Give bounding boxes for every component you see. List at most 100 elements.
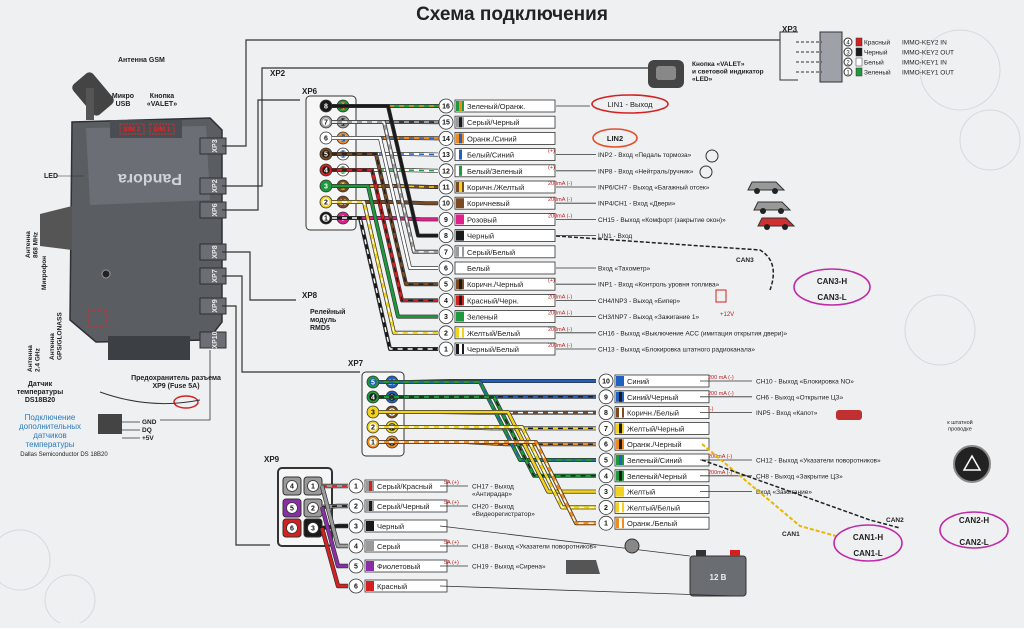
xp6-function-13: INP2 - Вход «Педаль тормоза» (598, 152, 692, 159)
can2-l-label: CAN2-L (959, 538, 988, 547)
xp9-row-6-color: Красный (377, 582, 407, 591)
xp7-current-10: 200 mA (-) (708, 375, 734, 381)
xp6-pin-8-number: 8 (324, 104, 328, 111)
xp3-signal-1: IMMO-KEY1 OUT (902, 70, 954, 77)
xp6-current-4: 200mA (-) (548, 294, 572, 300)
xp7-row-2-swatch-stripe (619, 502, 622, 512)
xp3-color-4: Красный (864, 39, 891, 47)
xp6-function-11: INP6/CH7 - Выход «Багажный отсек» (598, 184, 710, 192)
xp6-row-10-swatch (456, 198, 464, 208)
xp7-row-8-color: Коричн./Белый (627, 409, 679, 418)
turn-signal-icon (625, 539, 639, 553)
xp9-row-1-color: Серый/Красный (377, 482, 433, 491)
xp6-row-16-color: Зеленый/Оранж. (467, 102, 525, 111)
hazard-button-icon (954, 446, 990, 482)
sensor-pin-plus5: +5V (142, 435, 154, 442)
xp6-row-1-badge-number: 1 (444, 347, 448, 354)
port-label-xp10: XP10 (212, 331, 219, 348)
xp7-function-8: INP5 - Вход «Капот» (756, 410, 818, 417)
antenna-868-label: Антенна868 MHz (25, 231, 40, 258)
xp6-row-11-swatch-stripe (459, 182, 462, 192)
xp6-current-1: 200mA (-) (548, 343, 572, 349)
xp9-row-2-color: Серый/Черный (377, 502, 430, 511)
xp7-row-8-badge-number: 8 (604, 410, 608, 417)
xp7-current-9: 200 mA (-) (708, 391, 734, 397)
xp6-row-15-badge-number: 15 (442, 120, 450, 127)
antenna-24-label: Антенна2.4 GHz (27, 345, 42, 372)
device-bottom-plate (108, 336, 190, 360)
xp9-current-4: 5A (+) (444, 540, 459, 546)
xp6-function-10: INP4/CH1 - Вход «Двери» (598, 201, 676, 208)
xp6-row-11-color: Коричн./Желтый (467, 183, 524, 192)
xp6-row-13-badge-number: 13 (442, 152, 450, 159)
car-hood-icon (836, 410, 862, 420)
lin2-label: LIN2 (607, 134, 623, 143)
xp6-row-12-color: Белый/Зеленый (467, 167, 523, 176)
xp6-row-3-swatch (456, 312, 464, 322)
xp7-pin-3-number: 3 (371, 410, 375, 417)
xp6-function-12: INP8 - Вход «Нейтраль/ручник» (598, 167, 694, 175)
xp9-pin-badge-1-number: 1 (311, 484, 315, 491)
port-label-xp2: XP2 (212, 179, 219, 192)
xp3-signal-2: IMMO-KEY1 IN (902, 60, 947, 67)
xp6-row-5-badge-number: 5 (444, 282, 448, 289)
xp7-label: XP7 (348, 359, 364, 368)
car-wheel-icon (760, 208, 766, 214)
ds18b20-chip (98, 414, 122, 434)
xp6-function-8: LIN1 - Вход (598, 233, 632, 240)
xp6-row-4-swatch-stripe (459, 295, 462, 305)
led-indicator (102, 270, 110, 278)
xp7-row-1-badge-number: 1 (604, 521, 608, 528)
xp6-row-6-swatch (456, 263, 464, 273)
xp6-row-6-badge-number: 6 (444, 266, 448, 273)
xp6-row-8-swatch (456, 231, 464, 241)
xp7-row-5-swatch-stripe (619, 455, 622, 465)
xp6-row-14-swatch-stripe (459, 133, 462, 143)
can3-l-label: CAN3-L (817, 293, 846, 302)
xp7-row-3-swatch (616, 487, 624, 497)
xp6-current-11: 200mA (-) (548, 181, 572, 187)
port-label-xp6: XP6 (212, 203, 219, 216)
xp6-row-7-badge-number: 7 (444, 249, 448, 256)
battery-terminal-icon (730, 550, 740, 556)
xp6-row-12-swatch-stripe (459, 166, 462, 176)
xp7-row-7-swatch-stripe (619, 423, 622, 433)
xp7-row-2-color: Желтый/Белый (627, 503, 680, 512)
xp6-row-9-badge-number: 9 (444, 217, 448, 224)
sim1-label: SIM 1 (154, 126, 171, 133)
xp9-row-1-badge-number: 1 (354, 484, 358, 491)
xp7-current-4: 200mA (-) (708, 470, 732, 476)
xp6-row-15-color: Серый/Черный (467, 118, 520, 127)
xp6-wire-9 (349, 218, 438, 219)
xp7-current-8: (-) (708, 407, 714, 413)
xp6-row-16-badge-number: 16 (442, 104, 450, 111)
xp9-current-1: 5A (+) (444, 480, 459, 486)
gsm-antenna-base (86, 88, 94, 120)
plus12-label: +12V (720, 312, 734, 318)
valet-button-label: Кнопка«VALET» (147, 93, 177, 108)
xp6-function-1: CH13 - Выход «Блокировка штатного радиок… (598, 347, 755, 354)
xp6-function-3: CH3/INP7 - Выход «Зажигание 1» (598, 314, 700, 321)
can2-label: CAN2 (886, 517, 904, 524)
car-wheel-icon (764, 224, 770, 230)
xp6-pin-1-number: 1 (324, 216, 328, 223)
xp3-swatch-1 (856, 68, 862, 76)
xp6-function-6: Вход «Тахометр» (598, 266, 651, 273)
xp6-row-5-swatch-stripe (459, 279, 462, 289)
port-label-xp9: XP9 (212, 299, 219, 312)
xp7-row-9-swatch-stripe (619, 392, 622, 402)
dallas-label: Dallas Semiconductor DS 18B20 (20, 452, 108, 458)
xp6-row-2-badge-number: 2 (444, 330, 448, 337)
xp6-row-4-color: Красный/Черн. (467, 296, 519, 305)
xp7-row-5-color: Зеленый/Синий (627, 456, 682, 465)
xp3-swatch-2 (856, 58, 862, 66)
xp6-label: XP6 (302, 87, 318, 96)
xp6-function-2: CH16 - Выход «Выключение АСС (имитация о… (598, 330, 788, 337)
xp7-row-6-swatch-stripe (619, 439, 622, 449)
xp6-row-12-badge-number: 12 (442, 168, 450, 175)
xp3-signal-3: IMMO-KEY2 OUT (902, 50, 954, 57)
xp7-row-4-badge-number: 4 (604, 473, 608, 480)
xp6-row-11-badge-number: 11 (442, 185, 450, 192)
battery-label: 12 В (710, 573, 727, 582)
